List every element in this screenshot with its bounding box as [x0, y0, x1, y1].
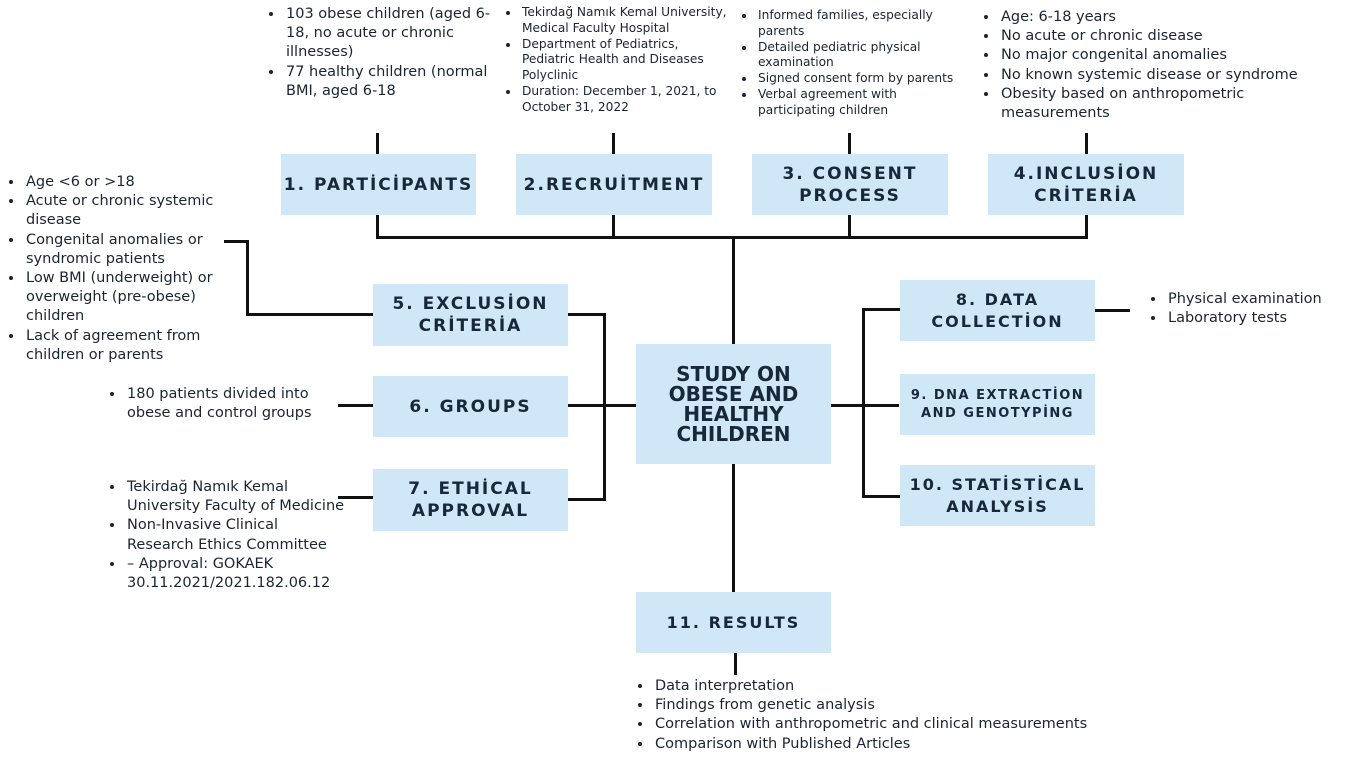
connector-line: [732, 464, 735, 592]
note-item: Data interpretation: [653, 677, 1173, 696]
note-item: Laboratory tests: [1166, 309, 1353, 328]
connector-line: [246, 313, 373, 316]
note-item: Comparison with Published Articles: [653, 735, 1173, 754]
note-item: No major congenital anomalies: [999, 46, 1319, 65]
note-item: Informed families, especially parents: [756, 8, 968, 40]
note-item: Physical examination: [1166, 290, 1353, 309]
note-item: Congenital anomalies or syndromic patien…: [24, 231, 224, 269]
inclusion-criteria-box: 4.INCLUSİON CRİTERİA: [988, 154, 1184, 215]
results-box: 11. RESULTS: [636, 592, 831, 653]
connector-line: [831, 404, 899, 407]
note-item: Age: 6-18 years: [999, 8, 1319, 27]
inclusion-criteria-label: 4.INCLUSİON CRİTERİA: [1013, 163, 1159, 206]
connector-line: [568, 498, 606, 501]
connector-line: [338, 404, 373, 407]
connector-line: [224, 240, 248, 243]
ethical-approval-box: 7. ETHİCAL APPROVAL: [373, 469, 568, 531]
connector-line: [246, 240, 249, 316]
note-item: Tekirdağ Namık Kemal University Faculty …: [125, 478, 347, 516]
note-item: Correlation with anthropometric and clin…: [653, 715, 1173, 734]
groups-notes: 180 patients divided into obese and cont…: [109, 385, 335, 423]
note-item: No known systemic disease or syndrome: [999, 66, 1319, 85]
connector-line: [338, 496, 373, 499]
dna-extraction-box: 9. DNA EXTRACTİON AND GENOTYPİNG: [900, 374, 1095, 435]
groups-label: 6. GROUPS: [409, 396, 532, 417]
results-label: 11. RESULTS: [666, 612, 801, 632]
connector-line: [568, 313, 606, 316]
recruitment-box: 2.RECRUİTMENT: [516, 154, 712, 215]
consent-process-box: 3. CONSENT PROCESS: [752, 154, 948, 215]
statistical-analysis-label: 10. STATİSTİCAL ANALYSİS: [909, 474, 1086, 516]
note-item: Acute or chronic systemic disease: [24, 192, 224, 230]
exclusion-criteria-box: 5. EXCLUSİON CRİTERİA: [373, 284, 568, 346]
central-study-title: STUDY ON OBESE AND HEALTHY CHILDREN: [668, 362, 799, 446]
exclusion-criteria-label: 5. EXCLUSİON CRİTERİA: [392, 294, 549, 336]
note-item: Low BMI (underweight) or overweight (pre…: [24, 269, 224, 327]
connector-line: [732, 236, 735, 346]
connector-line: [1094, 309, 1130, 312]
ethical-approval-label: 7. ETHİCAL APPROVAL: [408, 479, 533, 521]
connector-line: [568, 404, 636, 407]
connector-line: [862, 308, 865, 498]
note-item: Non-Invasive Clinical Research Ethics Co…: [125, 516, 347, 554]
data-collection-notes: Physical examination Laboratory tests: [1150, 290, 1353, 328]
note-item: – Approval: GOKAEK 30.11.2021/2021.182.0…: [125, 555, 347, 593]
note-item: 180 patients divided into obese and cont…: [125, 385, 335, 423]
connector-line: [734, 653, 737, 675]
note-item: Age <6 or >18: [24, 173, 224, 192]
dna-extraction-label: 9. DNA EXTRACTİON AND GENOTYPİNG: [910, 387, 1085, 421]
note-item: 77 healthy children (normal BMI, aged 6-…: [284, 63, 506, 101]
statistical-analysis-box: 10. STATİSTİCAL ANALYSİS: [900, 465, 1095, 526]
note-item: Obesity based on anthropometric measurem…: [999, 85, 1319, 123]
participants-label: 1. PARTİCİPANTS: [283, 174, 474, 195]
note-item: Detailed pediatric physical examination: [756, 40, 968, 72]
central-study-box: STUDY ON OBESE AND HEALTHY CHILDREN: [636, 344, 831, 464]
exclusion-notes: Age <6 or >18 Acute or chronic systemic …: [8, 173, 224, 365]
participants-notes: 103 obese children (aged 6-18, no acute …: [268, 5, 506, 101]
note-item: Signed consent form by parents: [756, 71, 968, 87]
recruitment-notes: Tekirdağ Namık Kemal University, Medical…: [504, 5, 732, 116]
participants-box: 1. PARTİCİPANTS: [281, 154, 476, 215]
recruitment-label: 2.RECRUİTMENT: [523, 174, 705, 195]
groups-box: 6. GROUPS: [373, 376, 568, 437]
consent-notes: Informed families, especially parents De…: [740, 8, 968, 119]
note-item: Duration: December 1, 2021, to October 3…: [520, 84, 732, 116]
note-item: Tekirdağ Namık Kemal University, Medical…: [520, 5, 732, 37]
results-notes: Data interpretation Findings from geneti…: [637, 677, 1173, 754]
consent-process-label: 3. CONSENT PROCESS: [782, 163, 918, 206]
note-item: Department of Pediatrics, Pediatric Heal…: [520, 37, 732, 84]
note-item: Findings from genetic analysis: [653, 696, 1173, 715]
note-item: No acute or chronic disease: [999, 27, 1319, 46]
inclusion-notes: Age: 6-18 years No acute or chronic dise…: [983, 8, 1319, 123]
connector-line: [603, 313, 606, 501]
connector-line: [862, 495, 900, 498]
note-item: Lack of agreement from children or paren…: [24, 327, 224, 365]
data-collection-box: 8. DATA COLLECTİON: [900, 280, 1095, 341]
connector-line: [862, 308, 900, 311]
data-collection-label: 8. DATA COLLECTİON: [931, 289, 1064, 331]
note-item: Verbal agreement with participating chil…: [756, 87, 968, 119]
ethical-notes: Tekirdağ Namık Kemal University Faculty …: [109, 478, 347, 593]
note-item: 103 obese children (aged 6-18, no acute …: [284, 5, 506, 63]
